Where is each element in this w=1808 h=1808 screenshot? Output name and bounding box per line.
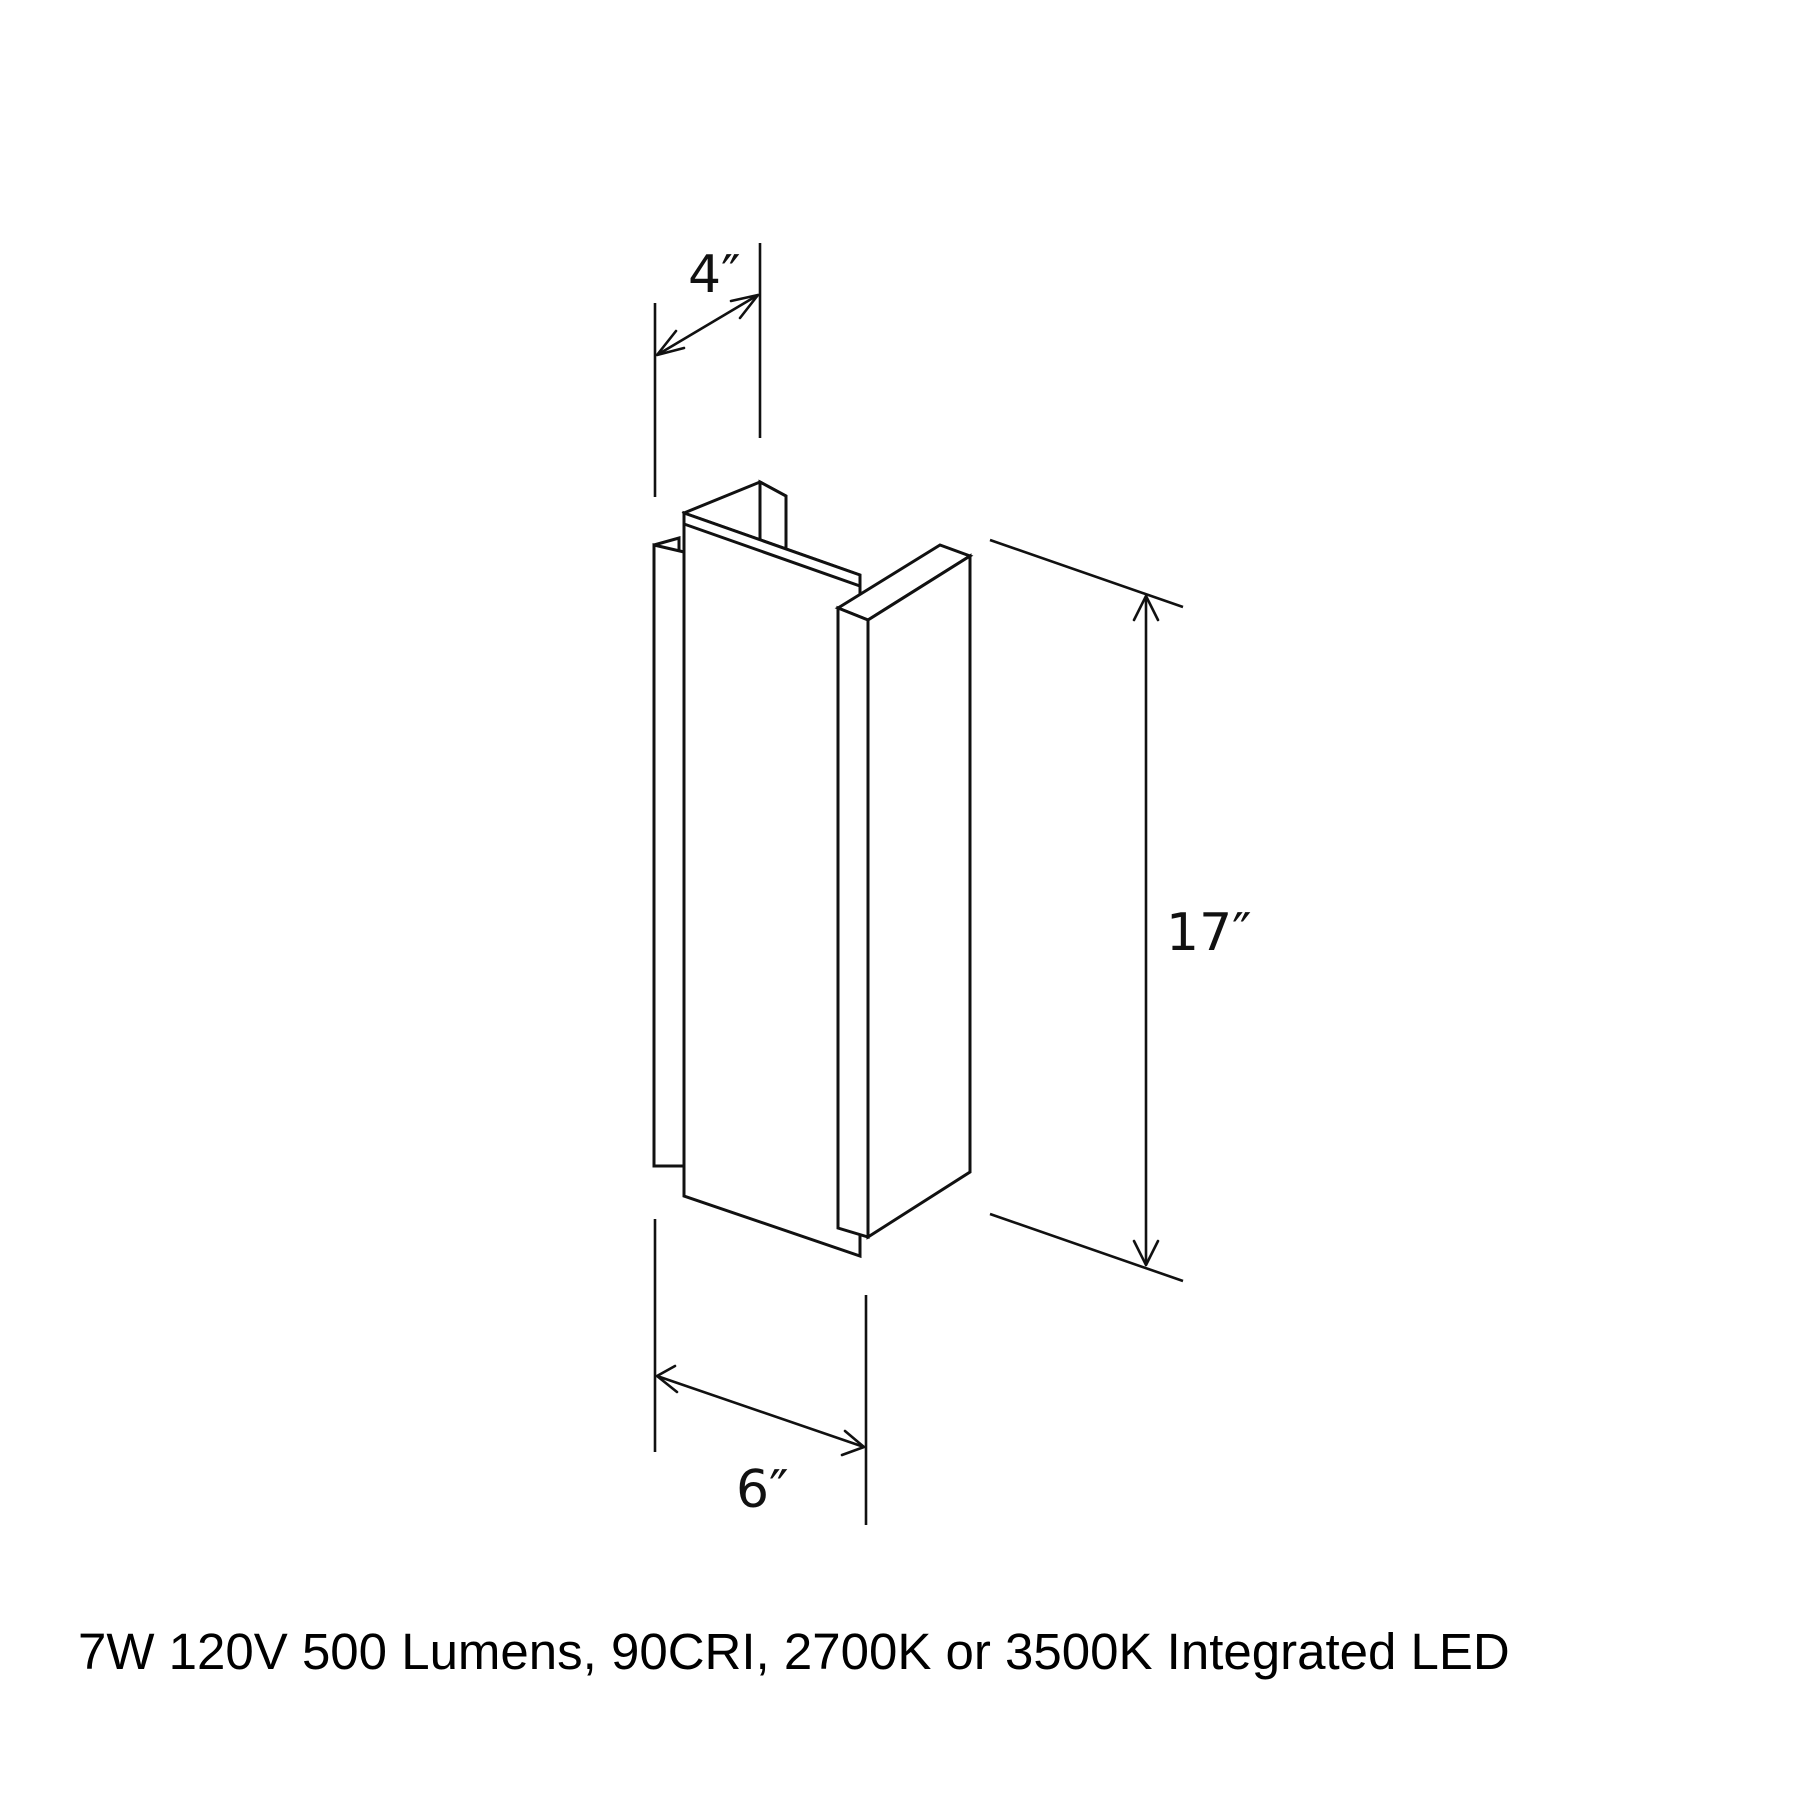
left-fin-outer [652, 543, 686, 1168]
depth-arrow-left [655, 329, 686, 357]
width-arrow-left [655, 1364, 679, 1394]
front-panel-top-edge [682, 510, 862, 589]
height-dimension: 17″ [989, 538, 1252, 1283]
height-extension-top [989, 538, 1184, 609]
width-arrow-right [840, 1429, 866, 1457]
width-dimension: 6″ [653, 1219, 868, 1525]
height-arrow-top [1132, 594, 1160, 622]
height-arrow-bottom [1132, 1239, 1160, 1267]
depth-arrow-right [729, 293, 760, 320]
depth-dimension: 4″ [653, 243, 762, 497]
depth-label: 4″ [688, 245, 741, 305]
width-dimension-line [656, 1374, 865, 1449]
height-extension-bottom [989, 1212, 1184, 1283]
height-label: 17″ [1166, 903, 1252, 963]
fixture-illustration [652, 479, 974, 1259]
depth-dimension-line [656, 293, 759, 357]
specifications-caption: 7W 120V 500 Lumens, 90CRI, 2700K or 3500… [78, 1623, 1510, 1680]
width-label: 6″ [736, 1460, 789, 1520]
right-fin-side [866, 553, 972, 1240]
right-fin-front [836, 605, 870, 1240]
front-panel [682, 510, 862, 1259]
